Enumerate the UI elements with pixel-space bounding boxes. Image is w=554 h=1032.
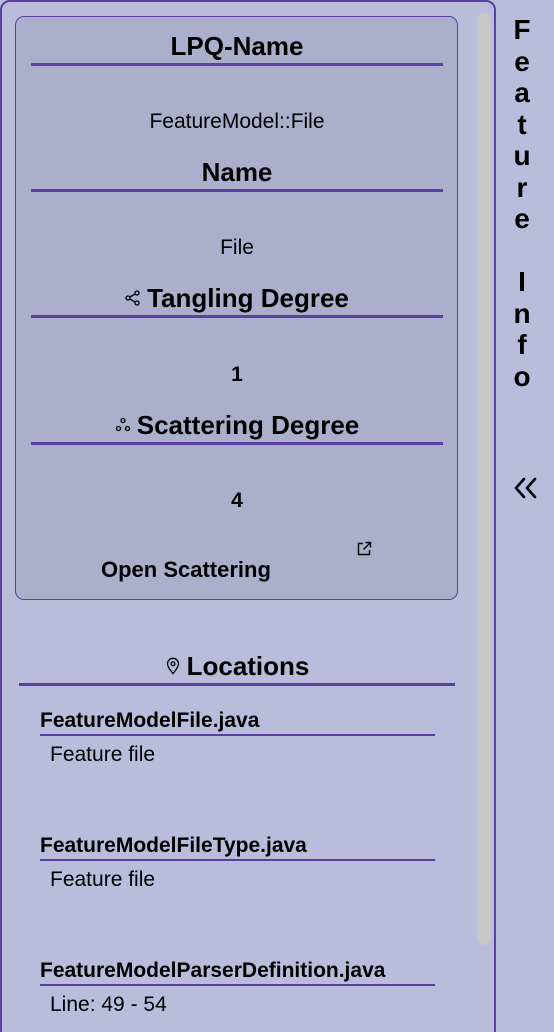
scatter-dots-icon xyxy=(115,417,130,432)
location-description: Feature file xyxy=(50,743,156,766)
scattering-degree-header: Scattering Degree xyxy=(31,408,443,445)
name-header: Name xyxy=(31,155,443,192)
feature-info-panel: LPQ-Name FeatureModel::File Name File Ta… xyxy=(0,0,496,1032)
scattering-degree-label: Scattering Degree xyxy=(136,410,360,440)
share-nodes-icon xyxy=(125,290,140,306)
name-header-label: Name xyxy=(201,157,273,187)
feature-info-side-tab[interactable]: F e a t u r e I n f o xyxy=(500,0,544,1032)
vertical-scrollbar[interactable] xyxy=(471,4,494,1032)
tangling-degree-header: Tangling Degree xyxy=(31,281,443,318)
open-scattering-button[interactable]: Open Scattering xyxy=(101,557,271,582)
location-item: FeatureModelParserDefinition.java Line: … xyxy=(40,958,435,1018)
location-item: FeatureModelFileType.java Feature file xyxy=(40,833,435,893)
location-file-link[interactable]: FeatureModelFileType.java xyxy=(40,833,435,861)
double-chevron-left-icon[interactable] xyxy=(512,474,540,502)
name-value: File xyxy=(220,236,254,259)
side-tab-title: F e a t u r e I n f o xyxy=(513,14,531,392)
locations-header: Locations xyxy=(19,649,455,686)
locations-header-label: Locations xyxy=(186,651,310,681)
location-file-link[interactable]: FeatureModelFile.java xyxy=(40,708,435,736)
lpq-name-header-label: LPQ-Name xyxy=(170,31,304,61)
feature-info-card: LPQ-Name FeatureModel::File Name File Ta… xyxy=(15,16,458,600)
tangling-degree-label: Tangling Degree xyxy=(147,283,349,313)
location-description: Line: 49 - 54 xyxy=(50,993,167,1016)
lpq-name-value: FeatureModel::File xyxy=(149,110,325,133)
external-link-icon[interactable] xyxy=(356,541,372,557)
location-item: FeatureModelFile.java Feature file xyxy=(40,708,435,768)
lpq-name-header: LPQ-Name xyxy=(31,29,443,66)
location-file-link[interactable]: FeatureModelParserDefinition.java xyxy=(40,958,435,986)
location-description: Feature file xyxy=(50,868,156,891)
scattering-degree-value: 4 xyxy=(231,489,243,512)
tangling-degree-value: 1 xyxy=(231,363,243,386)
map-pin-icon xyxy=(166,657,179,675)
scrollbar-thumb[interactable] xyxy=(477,13,491,945)
